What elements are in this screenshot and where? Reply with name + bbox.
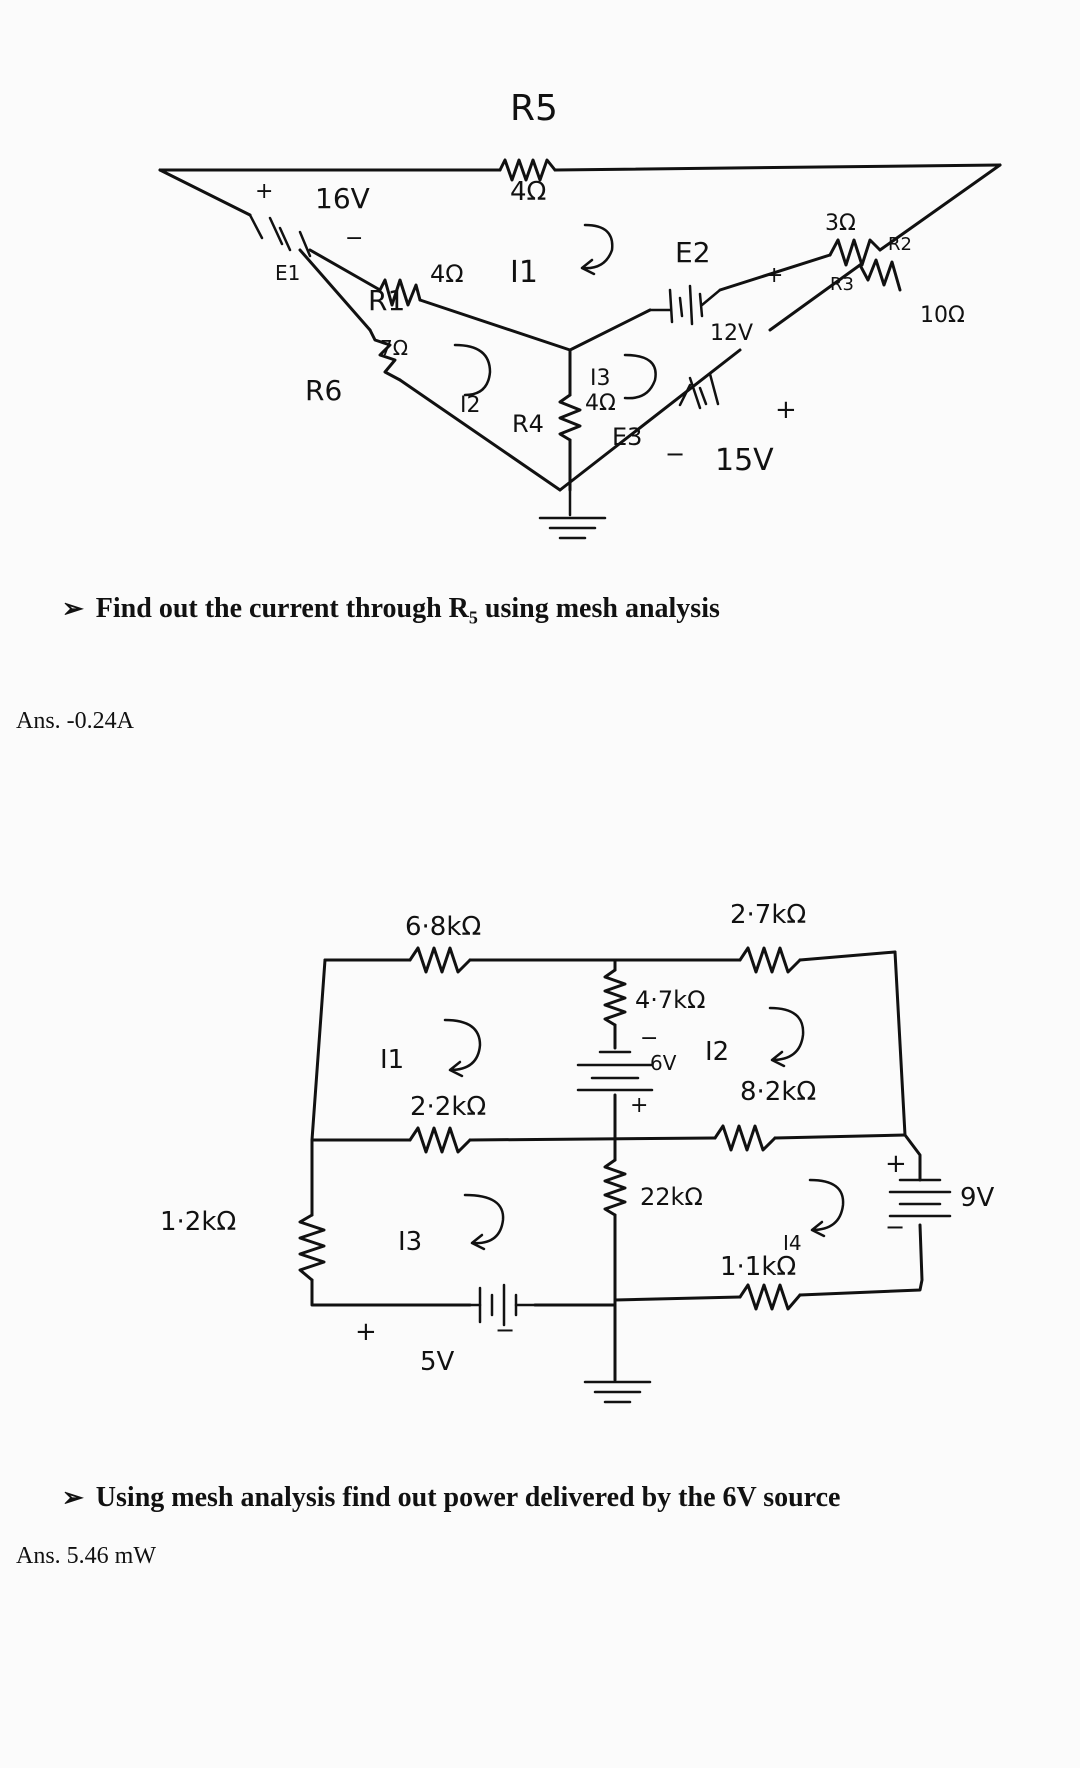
mesh-arrow-i3 [623,353,657,400]
r4-label: R4 [512,410,544,438]
e3-label: E3 [612,423,642,451]
answer-2: Ans. 5.46 mW [16,1543,156,1569]
circuit-diagram-1: R5 4Ω 16V E1 + − 4Ω R1 I1 E2 12V + 3Ω R2… [158,88,1002,540]
question-1-text: Find out the current through R [95,593,469,624]
r5-label: R5 [510,88,558,129]
i2-label: I2 [460,393,481,418]
c2-label-6v: 6V [650,1051,677,1075]
c2-5v-plus: + [355,1317,377,1347]
e3-plus: + [775,395,797,425]
c2-label-i4: I4 [783,1231,802,1255]
c2-mesh-arrow-i4 [808,1178,845,1238]
r6-value: 7Ω [380,336,408,360]
resistor-r4 [558,393,582,442]
c2-label-6-8k: 6·8kΩ [405,912,481,942]
e3-voltage: 15V [715,443,774,478]
c2-mesh-arrow-i3 [463,1193,505,1251]
e1-label: E1 [275,261,300,285]
c2-6v-plus: + [630,1093,648,1118]
c2-ground-symbol [583,1380,652,1404]
r2-value: 3Ω [825,211,856,236]
c2-resistor-8-2k [713,1124,777,1152]
c2-9v-minus: − [885,1213,905,1241]
e3-minus: − [665,440,685,468]
e1-minus: − [345,226,363,251]
circuit-diagram-2: 6·8kΩ 2·7kΩ 4·7kΩ 6V + − I1 I2 2·2kΩ 8·2… [160,900,995,1404]
wire-left-edge [158,168,562,492]
resistor-r2 [828,238,882,267]
c2-6v-minus: − [640,1026,658,1051]
c2-label-8-2k: 8·2kΩ [740,1077,816,1107]
c2-battery-5v [468,1283,537,1327]
r2-label: R2 [888,234,912,255]
c2-9v-plus: + [885,1149,907,1179]
c2-label-2-7k: 2·7kΩ [730,900,806,930]
mesh-arrow-i2 [453,343,492,397]
c2-label-9v: 9V [960,1183,995,1213]
c2-label-5v: 5V [420,1347,455,1377]
c2-label-4-7k: 4·7kΩ [635,986,705,1014]
wire-inner-left [308,248,572,352]
c2-resistor-1-2k [298,1213,326,1282]
wire-inner-right [568,253,832,352]
c2-wire-left [310,958,617,1307]
c2-mesh-arrow-i1 [443,1018,482,1078]
e2-label: E2 [675,236,711,269]
r3-label: R3 [830,274,854,295]
c2-label-i3: I3 [398,1227,422,1257]
e1-plus: + [255,179,273,204]
r3-value: 10Ω [920,303,965,328]
c2-resistor-2-7k [738,946,802,974]
resistor-r6 [368,328,402,382]
resistor-r5 [498,158,557,182]
battery-e2 [648,284,722,326]
c2-resistor-2-2k [408,1126,472,1154]
c2-mesh-arrow-i2 [768,1006,805,1068]
resistor-r3 [858,258,902,292]
c2-battery-6v [576,1050,654,1092]
c2-battery-9v [888,1178,952,1218]
ground-symbol-1 [538,488,607,540]
battery-e3 [678,372,720,410]
r6-label: R6 [305,374,342,407]
r1-label: R1 [368,284,405,317]
c2-wire-right [613,950,924,1302]
e2-plus: + [765,263,783,288]
c2-resistor-1-1k [738,1283,802,1311]
question-1-text-end: using mesh analysis [477,593,720,624]
c2-label-1-1k: 1·1kΩ [720,1252,796,1282]
question-1-subscript: 5 [468,607,478,628]
c2-label-2-2k: 2·2kΩ [410,1092,486,1122]
c2-label-1-2k: 1·2kΩ [160,1207,236,1237]
r4-value: 4Ω [585,391,616,416]
c2-label-22k: 22kΩ [640,1183,703,1211]
battery-e1 [248,213,312,258]
question-2: ➢ Using mesh analysis find out power deli… [62,1482,840,1514]
bullet-arrow-icon: ➢ [62,1483,84,1512]
answer-1: Ans. -0.24A [16,708,134,734]
mesh-arrow-i1 [580,223,614,276]
r1-value: 4Ω [430,260,464,288]
c2-wire-top [323,950,897,962]
c2-resistor-4-7k [603,968,627,1027]
c2-label-i1: I1 [380,1045,404,1075]
wire-top [158,163,1002,172]
resistor-r1 [378,278,422,307]
i1-label: I1 [510,255,538,290]
c2-resistor-6-8k [408,946,472,974]
question-1: ➢ Find out the current through R5 using m… [62,593,720,629]
c2-5v-minus: − [495,1316,515,1344]
c2-resistor-22k [603,1158,627,1217]
question-2-text: Using mesh analysis find out power deliv… [95,1482,841,1513]
r5-value: 4Ω [510,177,546,207]
c2-label-i2: I2 [705,1037,729,1067]
c2-wire-middle [310,1133,907,1142]
bullet-arrow-icon: ➢ [62,594,84,623]
e2-voltage: 12V [710,321,753,346]
i3-label: I3 [590,366,611,391]
e1-voltage: 16V [315,182,370,215]
